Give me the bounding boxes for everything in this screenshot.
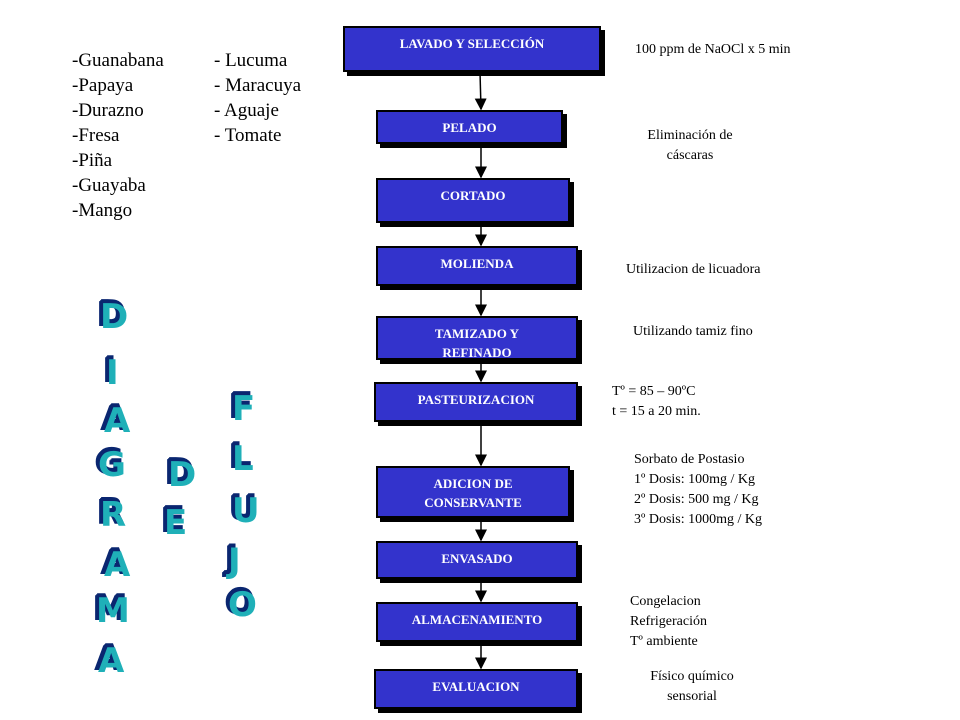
step-note-7: Congelacion Refrigeración Tº ambiente	[630, 594, 707, 649]
step-box-1: LAVADO Y SELECCIÓN	[343, 26, 601, 72]
fruit-item: -Guanabana	[72, 50, 164, 71]
title-flujo-letter: J	[228, 541, 241, 581]
title-diagrama-letter: D	[100, 297, 129, 337]
fruit-item: - Tomate	[214, 125, 282, 146]
step-note-3: Utilizacion de licuadora	[626, 262, 761, 277]
step-note-1: 100 ppm de NaOCl x 5 min	[635, 42, 791, 57]
title-de-letter: E	[164, 503, 188, 543]
title-diagrama-letter: A	[104, 545, 131, 585]
flow-arrow-1	[474, 71, 487, 111]
step-box-5: TAMIZADO Y REFINADO	[376, 316, 578, 360]
step-box-4: MOLIENDA	[376, 246, 578, 286]
title-flujo-letter: O	[228, 585, 257, 625]
step-box-9: ALMACENAMIENTO	[376, 602, 578, 642]
step-box-2: PELADO	[376, 110, 563, 144]
step-note-6: Sorbato de Postasio 1º Dosis: 100mg / Kg…	[634, 452, 763, 527]
fruit-item: - Aguaje	[214, 100, 279, 121]
fruit-item: -Durazno	[72, 100, 144, 121]
fruit-list-left: -Guanabana -Papaya -Durazno -Fresa -Piña -Gua…	[72, 48, 164, 223]
fruit-item: - Maracuya	[214, 75, 302, 96]
title-flujo-letter: L	[232, 439, 254, 479]
fruit-item: -Papaya	[72, 75, 134, 96]
step-note-4: Utilizando tamiz fino	[633, 324, 753, 339]
title-diagrama-letter: A	[98, 641, 125, 681]
title-flujo-letter: U	[232, 491, 260, 531]
fruit-item: -Guayaba	[72, 175, 146, 196]
step-note-8: Físico químico sensorial	[650, 669, 734, 704]
title-diagrama-letter: A	[104, 401, 131, 441]
title-diagrama-letter: I	[106, 353, 119, 393]
title-diagrama-letter: G	[98, 445, 126, 485]
step-box-6: PASTEURIZACION	[374, 382, 578, 422]
fruit-item: -Piña	[72, 150, 113, 171]
fruit-item: - Lucuma	[214, 50, 288, 71]
step-box-8: ENVASADO	[376, 541, 578, 579]
title-de-letter: D	[168, 455, 197, 495]
step-box-3: CORTADO	[376, 178, 570, 223]
fruit-item: -Mango	[72, 200, 133, 221]
title-diagrama-letter: R	[100, 495, 127, 535]
step-box-7: ADICION DE CONSERVANTE	[376, 466, 570, 518]
step-note-5: Tº = 85 – 90ºC t = 15 a 20 min.	[612, 384, 701, 419]
step-box-10: EVALUACION	[374, 669, 578, 709]
title-flujo-letter: F	[232, 389, 256, 429]
fruit-list-right: - Lucuma - Maracuya - Aguaje - Tomate	[214, 48, 301, 148]
title-diagrama-letter: M	[96, 591, 130, 631]
step-note-2: Eliminación de cáscaras	[647, 128, 733, 163]
fruit-item: -Fresa	[72, 125, 120, 146]
